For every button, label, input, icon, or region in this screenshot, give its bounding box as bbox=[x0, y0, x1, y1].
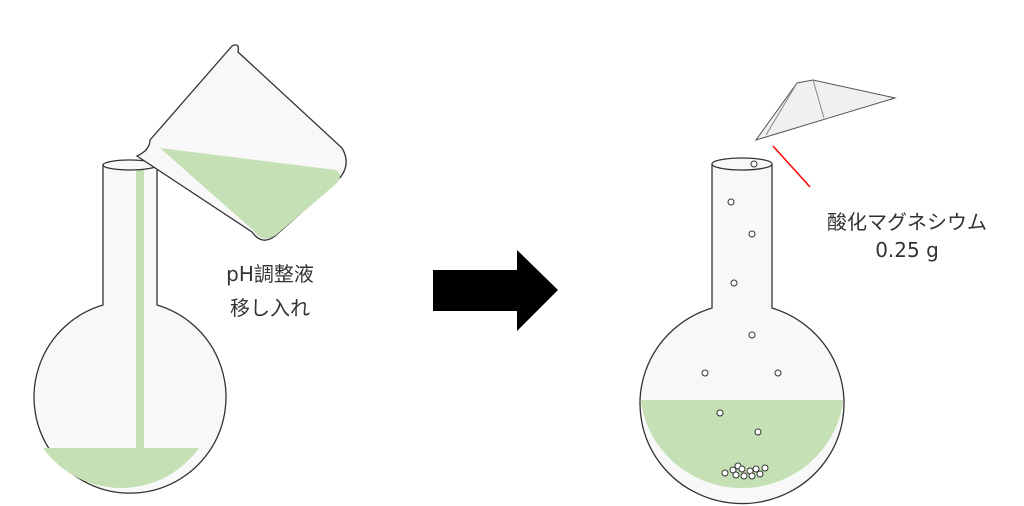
right-label-line1: 酸化マグネシウム bbox=[827, 210, 987, 234]
left-flask bbox=[25, 159, 227, 494]
right-flask bbox=[639, 157, 845, 505]
weighing-paper bbox=[754, 79, 897, 141]
beaker-liquid bbox=[160, 148, 340, 239]
pointer-line bbox=[772, 145, 811, 188]
powder-particles bbox=[701, 160, 782, 480]
pouring-stream bbox=[136, 165, 144, 449]
beaker bbox=[135, 44, 347, 241]
left-label-line2: 移し入れ bbox=[230, 296, 310, 320]
left-label-line1: pH調整液 bbox=[226, 262, 314, 286]
right-label-line2: 0.25 g bbox=[875, 238, 939, 262]
arrow-icon bbox=[433, 250, 558, 331]
